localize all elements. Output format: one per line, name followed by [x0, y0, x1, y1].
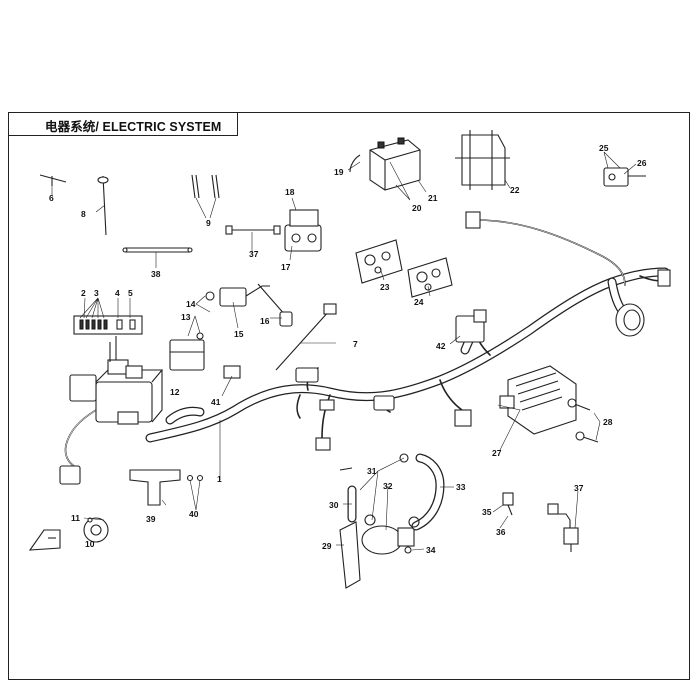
callout-4: 4: [115, 288, 120, 298]
main-harness: [145, 267, 670, 443]
callout-42: 42: [436, 341, 446, 351]
callout-39: 39: [146, 514, 156, 524]
callout-13: 13: [181, 312, 191, 322]
callout-17: 17: [281, 262, 291, 272]
battery-19: [349, 137, 421, 191]
callout-26: 26: [637, 158, 647, 168]
fuse-row: [73, 315, 143, 335]
callout-11: 11: [71, 513, 80, 523]
diagram-title: 电器系统/ ELECTRIC SYSTEM: [45, 120, 222, 134]
bracket-22: [455, 130, 510, 190]
callout-5: 5: [128, 288, 133, 298]
cable-tie-6: [39, 174, 67, 186]
callout-41: 41: [211, 397, 221, 407]
fuse-box: [59, 336, 164, 485]
callout-28: 28: [603, 417, 613, 427]
sensor-37-top: [225, 225, 281, 235]
callout-22: 22: [510, 185, 520, 195]
callout-36: 36: [496, 527, 506, 537]
grommets-23: [355, 239, 403, 284]
grommets-24: [407, 257, 453, 298]
relay-25: [603, 167, 646, 187]
callout-9: 9: [206, 218, 211, 228]
callout-23: 23: [380, 282, 390, 292]
callout-7: 7: [353, 339, 358, 349]
plug-cap-16: [257, 283, 293, 327]
bolts-28: [567, 398, 599, 443]
lamp-connector: [465, 211, 671, 337]
pump-assembly: [339, 453, 445, 589]
callout-21: 21: [428, 193, 438, 203]
callout-31: 31: [367, 466, 377, 476]
bolt-8: [97, 175, 109, 236]
callout-37-top: 37: [249, 249, 259, 259]
bolts-40: [186, 474, 204, 482]
callout-30: 30: [329, 500, 339, 510]
sensor-37-right: [547, 503, 579, 552]
callout-35: 35: [482, 507, 492, 517]
callout-19: 19: [334, 167, 344, 177]
callout-2: 2: [81, 288, 86, 298]
callout-labels: 1 2 3 4 5 6 7 8 9 10 11 12 13 14 15 16 1…: [49, 143, 647, 555]
horn-10: [83, 517, 109, 543]
title-box: 电器系统/ ELECTRIC SYSTEM: [8, 112, 238, 136]
callout-33: 33: [456, 482, 466, 492]
module-12: [169, 332, 205, 371]
callout-32: 32: [383, 481, 393, 491]
callout-1: 1: [217, 474, 222, 484]
callout-25: 25: [599, 143, 609, 153]
cable-tie-7: [275, 303, 337, 371]
callout-15: 15: [234, 329, 244, 339]
front-arrow-icon: [28, 529, 61, 551]
sensor-15: [205, 285, 270, 307]
callout-20: 20: [412, 203, 422, 213]
relay-42: [455, 309, 487, 343]
callout-12: 12: [170, 387, 180, 397]
callout-29: 29: [322, 541, 332, 551]
regulator-27: [499, 365, 577, 435]
callout-40: 40: [189, 509, 199, 519]
callout-16: 16: [260, 316, 270, 326]
relay-17: [284, 209, 322, 252]
rod-38: [122, 247, 193, 253]
springs-9: [191, 174, 220, 199]
callout-37-right: 37: [574, 483, 584, 493]
bracket-39: [129, 469, 181, 506]
callout-34: 34: [426, 545, 436, 555]
diagram-frame: [8, 112, 690, 680]
callout-18: 18: [285, 187, 295, 197]
callout-38: 38: [151, 269, 161, 279]
sensor-35: [502, 492, 514, 516]
branch-connectors: [295, 367, 472, 451]
leader-lines: [51, 151, 637, 551]
callout-24: 24: [414, 297, 424, 307]
callout-14: 14: [186, 299, 196, 309]
callout-3: 3: [94, 288, 99, 298]
connector-41: [223, 365, 241, 379]
callout-27: 27: [492, 448, 502, 458]
callout-6: 6: [49, 193, 54, 203]
callout-8: 8: [81, 209, 86, 219]
callout-10: 10: [85, 539, 95, 549]
